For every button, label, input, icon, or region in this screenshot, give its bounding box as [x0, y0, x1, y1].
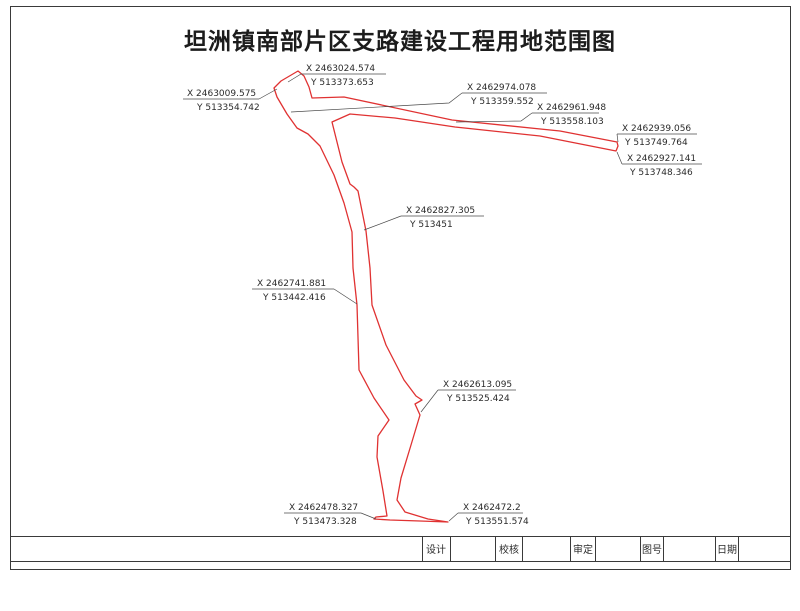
title-block-cell-approve: 审定: [573, 543, 593, 556]
leader-line: [616, 151, 623, 165]
coord-x-label: X 2462827.305: [406, 206, 475, 216]
coordinate-label: X 2463009.575 Y 513354.742: [183, 88, 278, 113]
coordinate-label: X 2463024.574 Y 513373.653: [287, 64, 386, 88]
title-block-cell-design: 设计: [426, 543, 446, 556]
title-block-cell-date: 日期: [717, 544, 737, 556]
coordinate-label: X 2462974.078 Y 513359.552: [290, 83, 547, 113]
coordinate-label: X 2462827.305 Y 513451: [363, 206, 484, 231]
coord-x-label: X 2463024.574: [306, 64, 375, 74]
sheet-border: [10, 6, 791, 570]
coord-y-label: Y 513359.552: [470, 97, 534, 107]
sheet-frame: [10, 6, 791, 570]
coord-y-label: Y 513748.346: [629, 168, 693, 178]
coord-y-label: Y 513373.653: [310, 78, 374, 88]
coord-y-label: Y 513551.574: [465, 517, 529, 527]
coord-x-label: X 2462472.2: [463, 503, 521, 513]
coord-y-label: Y 513442.416: [262, 293, 326, 303]
leader-line: [258, 88, 278, 100]
coord-x-label: X 2462478.327: [289, 503, 358, 513]
leader-line: [455, 112, 533, 123]
coord-y-label: Y 513354.742: [196, 103, 260, 113]
coordinate-label: X 2462939.056 Y 513749.764: [616, 124, 697, 148]
title-block-cell-drawing-no: 图号: [642, 544, 662, 556]
coord-x-label: X 2462613.095: [443, 380, 512, 390]
coord-y-label: Y 513451: [409, 220, 453, 230]
coordinate-label: X 2462478.327 Y 513473.328: [284, 503, 377, 527]
leader-line: [360, 512, 377, 520]
coord-y-label: Y 513525.424: [446, 394, 510, 404]
coord-y-label: Y 513749.764: [624, 138, 688, 148]
leader-line: [363, 215, 402, 231]
coordinate-label: X 2462472.2 Y 513551.574: [448, 503, 529, 527]
title-block-cell-check: 校核: [499, 543, 519, 556]
leader-line: [290, 92, 463, 113]
land-boundary-polygon: [273, 70, 619, 523]
leader-line: [287, 73, 302, 83]
coord-x-label: X 2462974.078: [467, 83, 536, 93]
title-block-labels: 设计 校核 审定 图号 日期: [426, 543, 737, 556]
coord-x-label: X 2462741.881: [257, 279, 326, 289]
coordinate-label: X 2462961.948 Y 513558.103: [455, 103, 606, 127]
leader-line: [448, 512, 459, 522]
coord-y-label: Y 513473.328: [293, 517, 357, 527]
coordinate-label: X 2462613.095 Y 513525.424: [420, 380, 516, 413]
coordinate-label: X 2462927.141 Y 513748.346: [616, 151, 702, 178]
coord-x-label: X 2462927.141: [627, 154, 696, 164]
coordinate-labels: X 2463024.574 Y 513373.653 X 2463009.575…: [183, 64, 702, 527]
leader-line: [420, 389, 439, 413]
leader-line: [616, 133, 619, 143]
coord-x-label: X 2462939.056: [622, 124, 691, 134]
drawing-title: 坦洲镇南部片区支路建设工程用地范围图: [184, 28, 616, 54]
coord-x-label: X 2463009.575: [187, 89, 256, 99]
coord-x-label: X 2462961.948: [537, 103, 606, 113]
leader-line: [333, 288, 358, 305]
coord-y-label: Y 513558.103: [540, 117, 604, 127]
coordinate-label: X 2462741.881 Y 513442.416: [252, 279, 358, 305]
